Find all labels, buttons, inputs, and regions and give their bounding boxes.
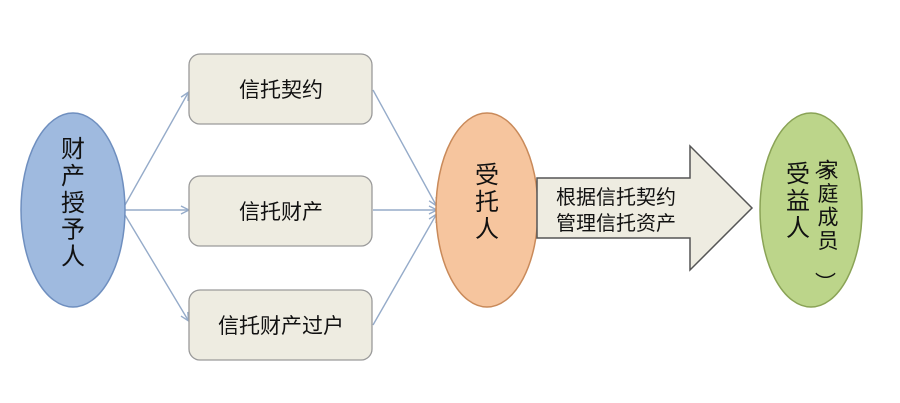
connector-settlor-to-transfer: [124, 214, 188, 320]
beneficiary-node: 受益人 （家庭成员）: [759, 112, 863, 308]
action-text-line2: 管理信托资产: [556, 211, 676, 235]
step-box-transfer: 信托财产过户: [188, 289, 373, 361]
step-label-contract: 信托契约: [239, 78, 323, 102]
connector-contract-to-trustee: [372, 89, 436, 205]
settlor-label: 财产授予人: [61, 135, 85, 271]
step-label-property: 信托财产: [239, 200, 323, 224]
beneficiary-ellipse: [759, 112, 863, 308]
action-arrow: 根据信托契约 管理信托资产: [536, 144, 754, 272]
step-box-contract: 信托契约: [188, 53, 373, 125]
connector-settlor-to-contract: [124, 93, 188, 206]
beneficiary-note: （家庭成员）: [813, 154, 839, 293]
step-label-transfer: 信托财产过户: [218, 314, 344, 338]
connector-transfer-to-trustee: [372, 215, 436, 326]
action-text-line1: 根据信托契约: [556, 185, 676, 209]
settlor-node: 财产授予人: [20, 112, 126, 308]
trustee-node: 受托人: [435, 112, 539, 308]
settlor-ellipse: [20, 112, 126, 308]
trustee-label: 受托人: [475, 161, 499, 243]
action-arrow-shape: [536, 144, 754, 272]
connectors: [124, 89, 436, 326]
step-box-property: 信托财产: [188, 175, 373, 247]
beneficiary-label: 受益人: [786, 160, 810, 242]
